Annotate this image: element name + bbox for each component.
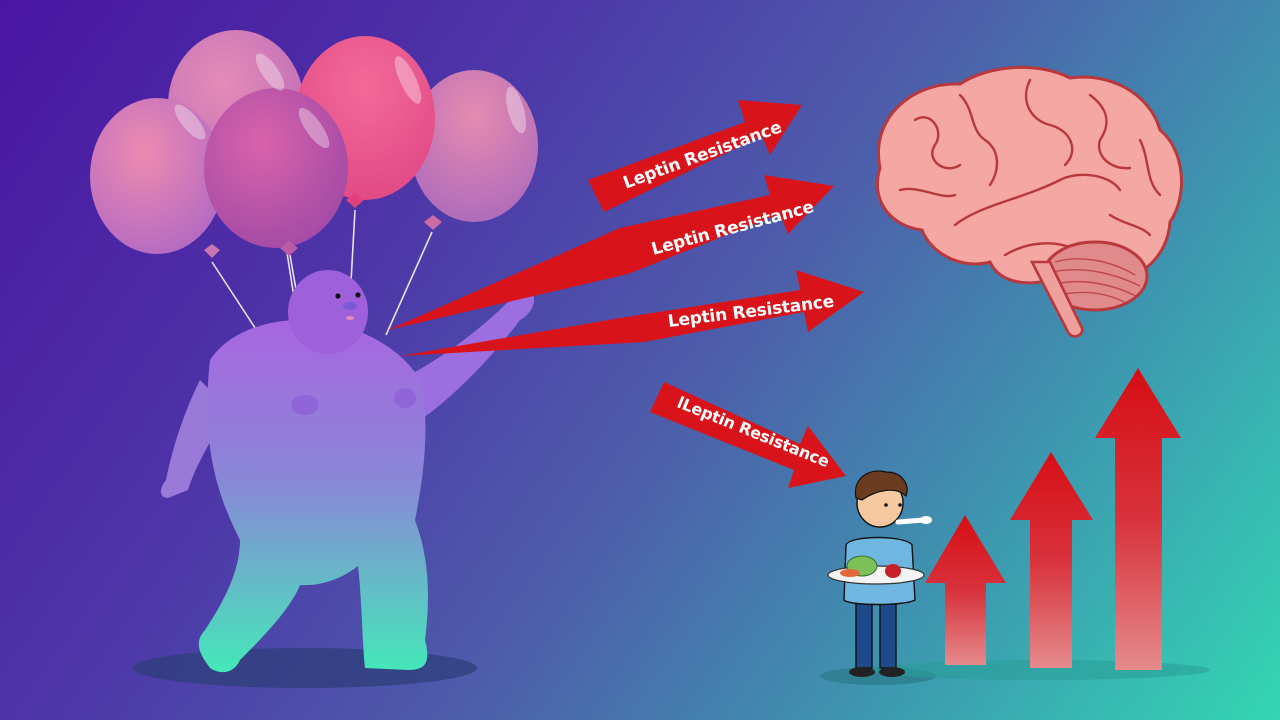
rising-arrows <box>925 368 1181 670</box>
balloons <box>90 30 538 258</box>
balloon <box>204 88 348 248</box>
obese-figure <box>160 270 535 673</box>
brain <box>875 65 1183 338</box>
balloon <box>90 98 224 254</box>
balloon <box>410 70 538 222</box>
boy-eating <box>827 470 932 677</box>
leptin-arrows <box>388 100 864 488</box>
